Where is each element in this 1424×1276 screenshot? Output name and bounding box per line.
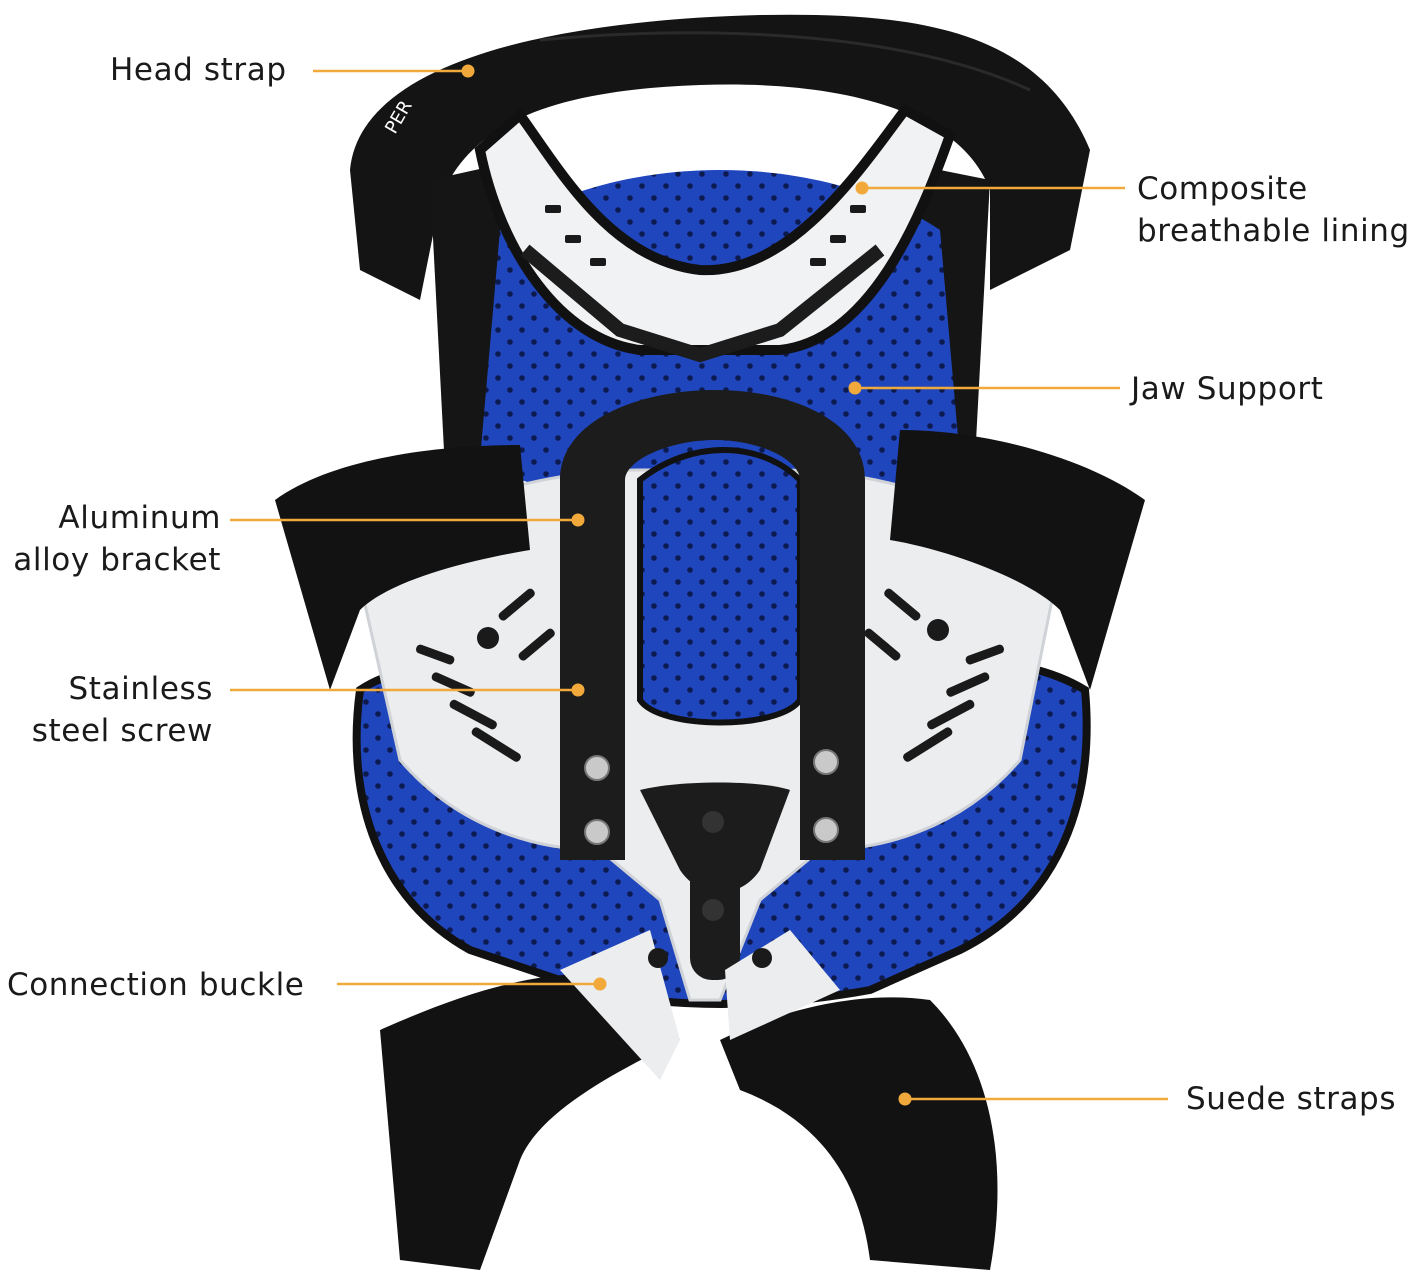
callout-composite-lining-dot (855, 181, 869, 195)
label-line: Head strap (110, 52, 287, 88)
label-line: alloy bracket (13, 542, 221, 578)
suede-straps-illustration (380, 973, 998, 1270)
label-line: Connection buckle (7, 967, 305, 1003)
callout-connection-buckle-dot (593, 977, 607, 991)
label-line: Jaw Support (1131, 371, 1324, 407)
label-suede-straps: Suede straps (1186, 1078, 1396, 1120)
callout-stainless-screw-dot (571, 683, 585, 697)
head-strap-illustration: PER (350, 14, 1090, 300)
label-line: breathable lining (1137, 213, 1410, 249)
label-head-strap: Head strap (110, 49, 287, 91)
jaw-collar-illustration (474, 103, 957, 363)
callout-jaw-support-dot (848, 381, 862, 395)
shoulder-straps-illustration (275, 430, 1145, 690)
callout-aluminum-bracket-dot (571, 513, 585, 527)
label-aluminum-bracket: Aluminum alloy bracket (0, 497, 221, 581)
label-line: Composite (1137, 171, 1308, 207)
callout-lines (230, 64, 1168, 1106)
aluminum-bracket-illustration (560, 390, 865, 860)
callout-head-strap-dot (461, 64, 475, 78)
connection-buckle-illustration (560, 930, 840, 1080)
label-line: steel screw (31, 713, 213, 749)
label-line: Aluminum (58, 500, 221, 536)
label-line: Stainless (68, 671, 213, 707)
chest-pad-illustration (637, 447, 803, 726)
label-jaw-support: Jaw Support (1131, 368, 1324, 410)
callout-suede-straps-dot (898, 1092, 912, 1106)
label-composite-lining: Composite breathable lining (1137, 168, 1410, 252)
front-shell-illustration (353, 468, 1062, 1002)
label-stainless-screw: Stainless steel screw (0, 668, 213, 752)
label-line: Suede straps (1186, 1081, 1397, 1117)
label-connection-buckle: Connection buckle (7, 964, 304, 1006)
center-plate-illustration (584, 749, 839, 980)
